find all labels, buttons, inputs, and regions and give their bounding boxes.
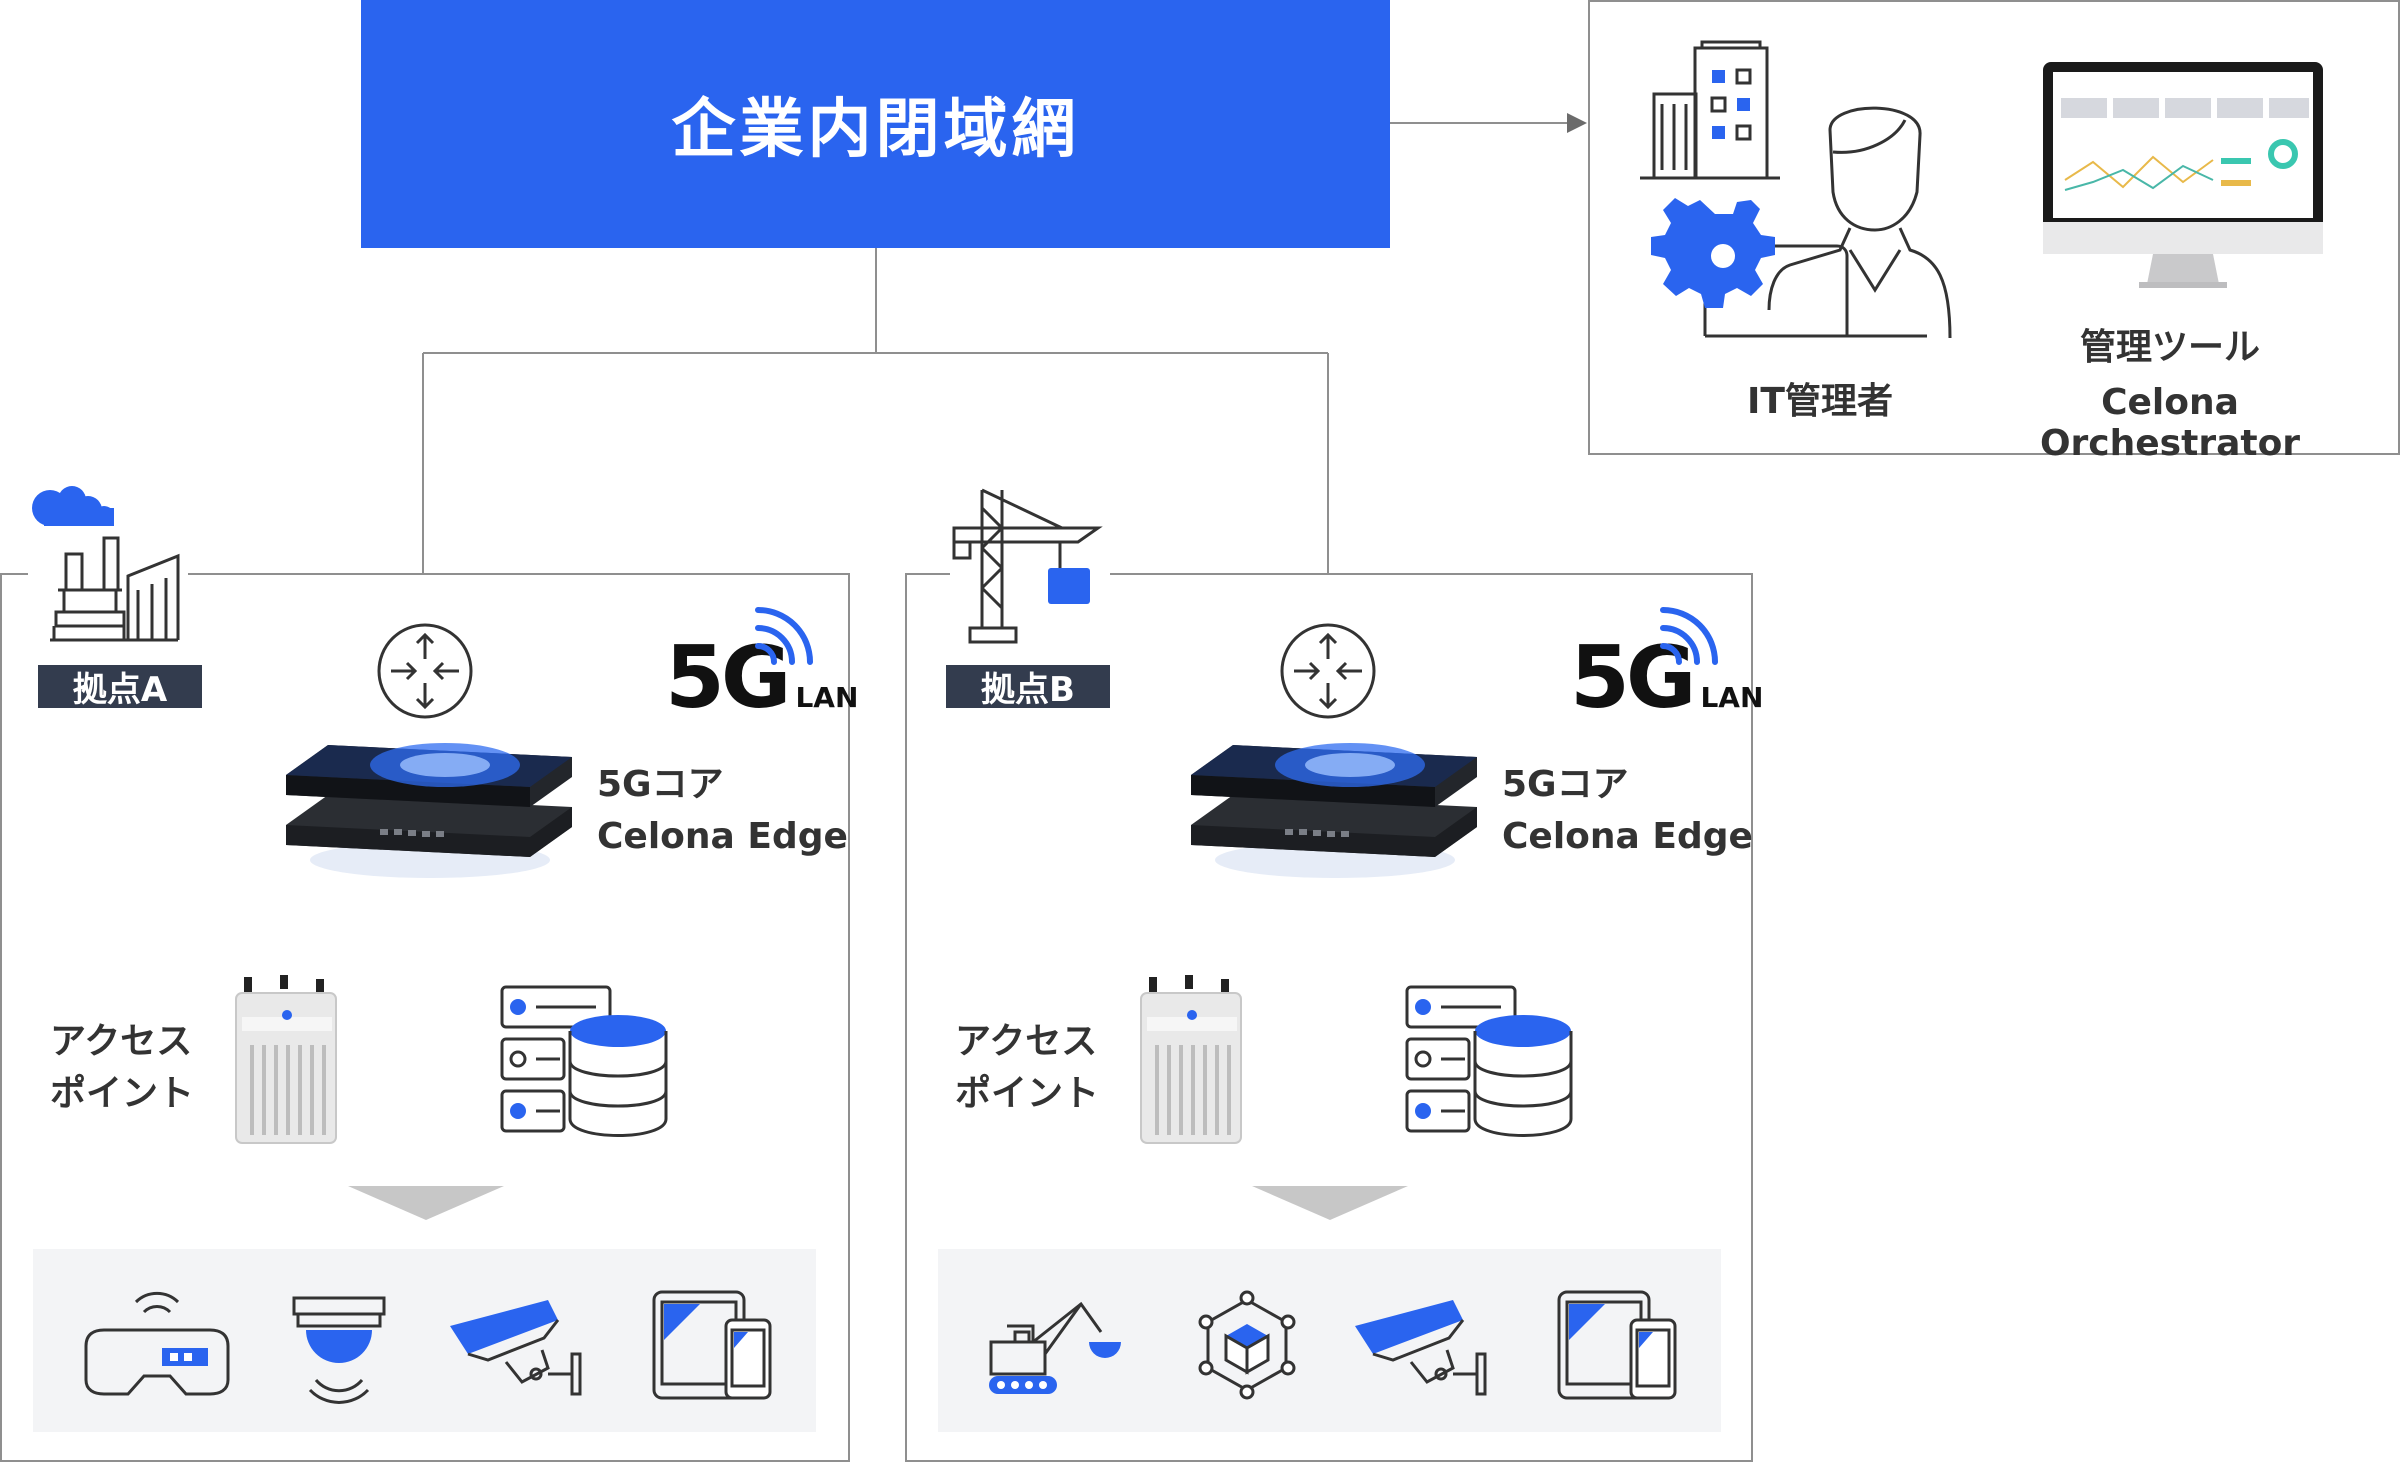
site-b-security-camera-icon [1355, 1300, 1487, 1396]
site-b-access-point-device [1140, 975, 1242, 1144]
it-admin-icon [1651, 106, 1952, 339]
site-a-core-line1: 5Gコア [597, 764, 724, 805]
site-b-core-label: 5Gコア Celona Edge [1502, 759, 1753, 863]
site-b-5g-text: 5G [1570, 628, 1696, 728]
site-b-database-icon [1405, 985, 1573, 1137]
crane-icon [952, 488, 1103, 644]
site-b-router-icon [1280, 623, 1376, 719]
site-a-ap-line2: ポイント [50, 1073, 195, 1114]
site-b-lan-text: LAN [1700, 681, 1764, 714]
it-admin-label: IT管理者 [1747, 381, 1893, 422]
site-a-signal-icon [755, 607, 813, 665]
site-b-ap-line1: アクセス [955, 1021, 1098, 1062]
site-a-security-camera-icon [450, 1300, 582, 1396]
site-a-core-line2: Celona Edge [597, 816, 848, 857]
site-b-core-line1: 5Gコア [1502, 764, 1629, 805]
site-a-router-icon [377, 623, 473, 719]
site-b-ap-label: アクセス ポイント [955, 1016, 1099, 1120]
site-a-ap-label: アクセス ポイント [50, 1016, 194, 1120]
site-b-tag: 拠点B [946, 665, 1110, 710]
factory-icon [32, 486, 180, 642]
site-a-device-tray [33, 1249, 816, 1432]
site-a-ap-line1: アクセス [50, 1021, 193, 1062]
closed-network-box: 企業内閉域網 [361, 0, 1390, 248]
site-a-5g-text: 5G [665, 628, 791, 728]
site-a-core-label: 5Gコア Celona Edge [597, 759, 848, 863]
site-b-5g-core-server [1191, 743, 1477, 878]
site-b-tablet-phone-icon [1557, 1290, 1677, 1400]
management-tool-line2: Celona Orchestrator [2039, 382, 2301, 464]
site-b-core-line2: Celona Edge [1502, 816, 1753, 857]
site-a-lan-text: LAN [795, 681, 859, 714]
site-a-5g-core-server [286, 743, 572, 878]
site-b-ap-line2: ポイント [955, 1073, 1100, 1114]
orchestrator-monitor-icon [2043, 62, 2323, 288]
site-a-down-arrow-icon [348, 1186, 504, 1220]
site-a-tag: 拠点A [38, 665, 202, 710]
dome-sensor-icon [292, 1296, 386, 1404]
building-icon [1640, 40, 1780, 180]
network-cube-icon [1198, 1290, 1296, 1400]
vr-headset-icon [84, 1291, 230, 1396]
site-b-down-arrow-icon [1252, 1186, 1408, 1220]
management-tool-label: 管理ツール Celona Orchestrator [1975, 318, 2365, 464]
site-b-signal-icon [1660, 607, 1718, 665]
site-a-database-icon [500, 985, 668, 1137]
site-b-device-tray [938, 1249, 1721, 1432]
excavator-icon [989, 1301, 1121, 1394]
closed-network-title: 企業内閉域網 [671, 93, 1080, 167]
site-a-access-point-device [235, 975, 337, 1144]
management-tool-line1: 管理ツール [2079, 327, 2260, 368]
site-a-tablet-phone-icon [652, 1290, 772, 1400]
